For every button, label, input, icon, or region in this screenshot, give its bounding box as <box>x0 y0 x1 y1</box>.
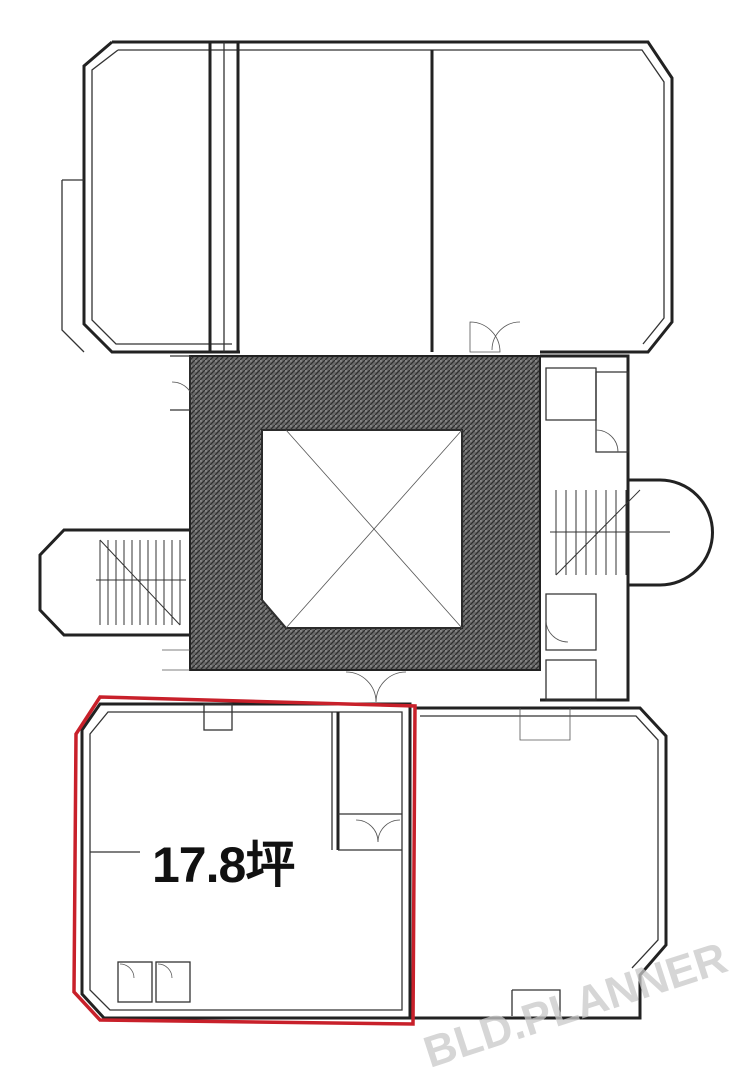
unit-highlight-outline <box>72 695 417 1026</box>
area-label: 17.8坪 <box>152 837 294 893</box>
watermark-text: BLD.PLANNER <box>418 933 733 1077</box>
bottom-left-unit <box>80 671 412 1020</box>
top-room-block <box>61 40 674 354</box>
right-core <box>540 354 714 702</box>
left-staircase <box>38 528 190 637</box>
central-corridor <box>162 355 541 671</box>
bottom-right-room <box>414 706 668 1020</box>
